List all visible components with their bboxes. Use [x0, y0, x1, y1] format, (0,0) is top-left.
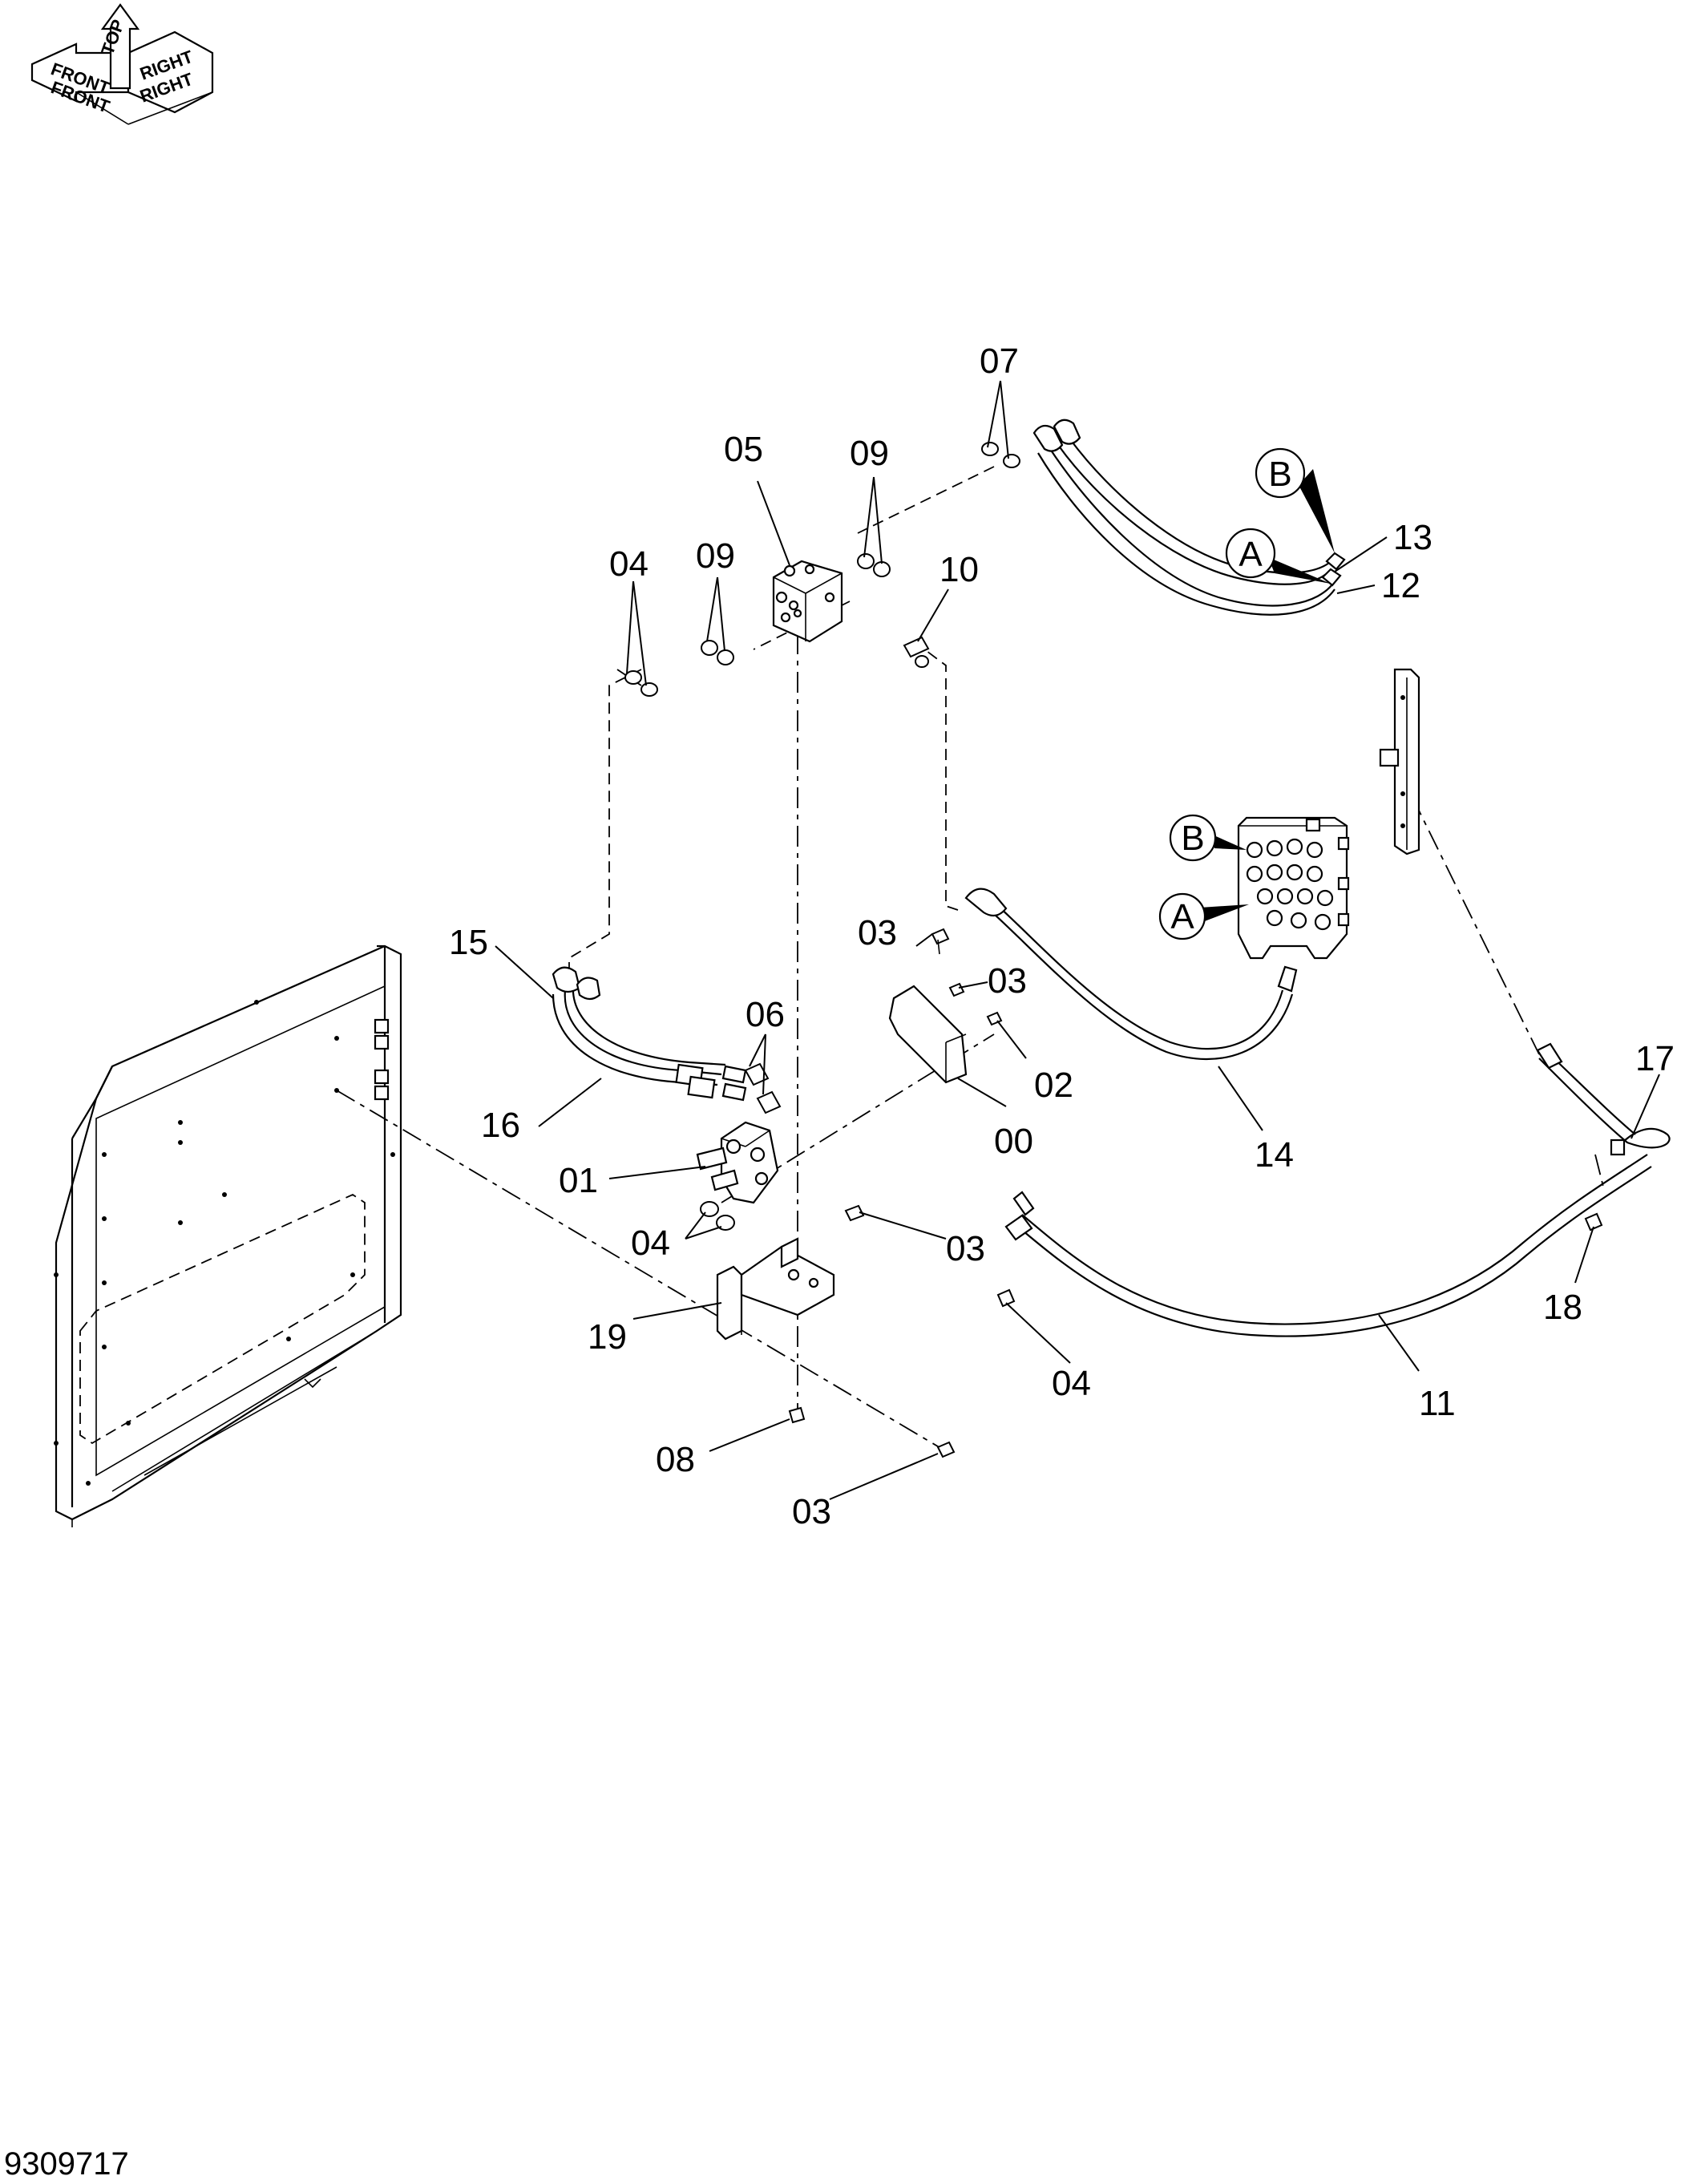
callout-b-upper: B — [1255, 447, 1335, 553]
label-15: 15 — [449, 923, 488, 962]
hose-14 — [964, 888, 1298, 1061]
hose-11 — [1004, 1042, 1671, 1337]
part-01-block — [696, 1121, 779, 1231]
label-04-right: 04 — [1052, 1364, 1091, 1403]
label-14: 14 — [1255, 1135, 1294, 1175]
callout-a-upper-label: A — [1239, 535, 1263, 574]
label-06: 06 — [746, 995, 785, 1034]
part-00-bracket — [888, 928, 1003, 1084]
label-01: 01 — [559, 1161, 598, 1200]
callout-b-lower-label: B — [1181, 819, 1204, 858]
right-bracket — [1379, 668, 1420, 855]
label-13: 13 — [1393, 518, 1432, 557]
label-05: 05 — [724, 430, 763, 469]
control-valve — [1237, 816, 1350, 960]
hoses-12-13 — [1032, 419, 1346, 616]
label-10: 10 — [940, 550, 979, 589]
hoses-15-16 — [552, 966, 782, 1114]
label-18: 18 — [1543, 1288, 1582, 1327]
label-03-d: 03 — [792, 1492, 831, 1531]
label-07: 07 — [980, 342, 1019, 381]
label-02: 02 — [1034, 1066, 1073, 1105]
label-09-left: 09 — [696, 536, 735, 576]
label-17: 17 — [1635, 1039, 1675, 1078]
part-labels: 07 05 09 09 04 10 13 12 15 06 03 03 02 1… — [449, 342, 1675, 1531]
orientation-icon: FRONT FRONT TOP RIGHT RIGHT — [30, 3, 214, 125]
leader-lines — [495, 380, 1660, 1500]
cab-frame-panel — [54, 944, 402, 1527]
label-11: 11 — [1419, 1384, 1456, 1423]
label-16: 16 — [481, 1106, 520, 1145]
label-04-mid: 04 — [631, 1223, 670, 1263]
drawing-number: 9309717 — [4, 2146, 129, 2182]
callout-a-lower: A — [1158, 892, 1249, 940]
label-08: 08 — [656, 1440, 695, 1479]
callout-b-upper-label: B — [1268, 455, 1291, 494]
label-03-c: 03 — [946, 1229, 985, 1268]
label-04-top: 04 — [609, 544, 649, 584]
callout-a-lower-label: A — [1170, 897, 1194, 936]
valve-ports — [1246, 836, 1350, 931]
callout-a-upper: A — [1225, 528, 1331, 584]
fittings-top — [624, 442, 1020, 697]
label-03-b: 03 — [988, 961, 1027, 1001]
callout-b-lower: B — [1169, 814, 1247, 862]
label-19: 19 — [588, 1317, 627, 1357]
part-19-bracket — [716, 1204, 1603, 1458]
label-09-right: 09 — [850, 434, 889, 473]
part-05-block — [772, 560, 843, 643]
label-03-a: 03 — [858, 913, 897, 952]
label-12: 12 — [1381, 566, 1420, 605]
label-00: 00 — [994, 1122, 1033, 1161]
